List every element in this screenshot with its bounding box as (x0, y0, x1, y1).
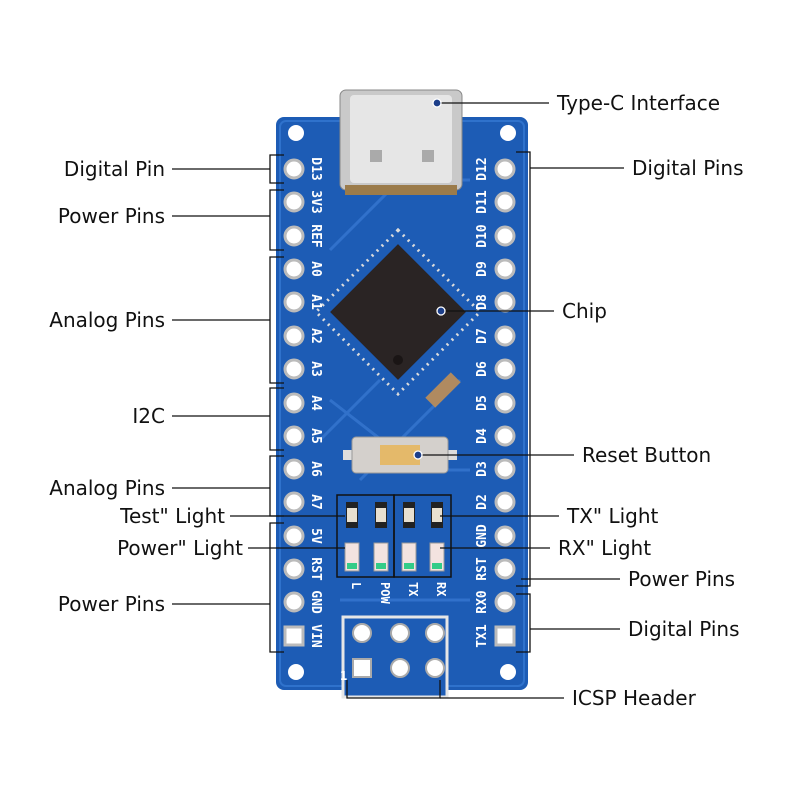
callout-label-right: ICSP Header (572, 686, 697, 710)
pin-label-right: TX1 (475, 624, 490, 648)
callout-label-left: Analog Pins (49, 308, 165, 332)
pin-left (283, 358, 305, 380)
callout-label-right: Type-C Interface (556, 91, 720, 115)
pin-right (494, 225, 516, 247)
callout-label-right: Reset Button (582, 443, 711, 467)
icsp-pin1-label: 1 (340, 669, 347, 683)
icsp-header: 1 (340, 615, 449, 699)
pin-right (494, 191, 516, 213)
pin-right (494, 458, 516, 480)
callout-label-left: Analog Pins (49, 476, 165, 500)
pin-label-right: D7 (475, 328, 490, 344)
crystal (425, 372, 461, 408)
pin-left (283, 392, 305, 414)
callout-label-left: Power Pins (58, 592, 165, 616)
microcontroller-chip (313, 227, 483, 397)
pin-label-left: 5V (308, 528, 323, 544)
callout-label-left: Power Pins (58, 204, 165, 228)
pin-right (494, 291, 516, 313)
pin-right (494, 491, 516, 513)
pin-label-right: D8 (475, 294, 490, 310)
led-label: RX (434, 582, 448, 597)
callout-label-left: I2C (132, 404, 165, 428)
callout-label-left: Test" Light (119, 504, 225, 528)
mounting-holes (288, 125, 516, 680)
pin-left (283, 458, 305, 480)
pin-label-right: RX0 (475, 590, 490, 614)
callout-label-right: Digital Pins (628, 617, 740, 641)
pin-left (283, 325, 305, 347)
pin-right (494, 358, 516, 380)
callout-label-right: Power Pins (628, 567, 735, 591)
led-label: POW (378, 582, 392, 604)
pin-label-left: A2 (308, 328, 323, 344)
pin-right (494, 525, 516, 547)
pin-label-left: A3 (308, 361, 323, 377)
pin-label-right: D5 (475, 395, 490, 411)
pin-label-right: RST (475, 557, 490, 581)
pin-label-left: REF (308, 224, 323, 248)
pin-left (283, 558, 305, 580)
pin-left (283, 191, 305, 213)
pin-right (494, 258, 516, 280)
callout-label-right: RX" Light (558, 536, 651, 560)
pin-right (494, 325, 516, 347)
callout-label-right: Digital Pins (632, 156, 744, 180)
pin-label-left: D13 (308, 157, 323, 180)
pin-left (283, 591, 305, 613)
pin-left (283, 258, 305, 280)
pin-right (494, 158, 516, 180)
pin-right (494, 425, 516, 447)
pin-left (283, 158, 305, 180)
led-label: TX (406, 582, 420, 597)
callout-label-right: Chip (562, 299, 607, 323)
led-label: L (349, 582, 363, 589)
pin-label-left: A5 (308, 428, 323, 444)
pin-right (494, 558, 516, 580)
pin-label-right: D2 (475, 494, 490, 510)
pin-label-left: A0 (308, 261, 323, 277)
callout-label-left: Power" Light (117, 536, 243, 560)
pin-right (494, 591, 516, 613)
pin-left (283, 525, 305, 547)
pin-label-right: D4 (475, 428, 490, 444)
pin-label-right: D12 (475, 157, 490, 180)
pcb-board (276, 117, 528, 690)
pin-label-right: D10 (475, 224, 490, 248)
pin-label-left: A4 (308, 395, 323, 411)
pin-left (283, 291, 305, 313)
pin-right (494, 625, 516, 647)
pin-label-left: RST (308, 557, 323, 581)
pin-label-left: A6 (308, 461, 323, 477)
callout-label-right: TX" Light (566, 504, 659, 528)
reset-button[interactable] (343, 436, 457, 474)
pin-label-left: GND (308, 590, 323, 614)
pin-label-right: D9 (475, 261, 490, 277)
pin-label-right: D11 (475, 190, 490, 214)
pin-left (283, 225, 305, 247)
usb-type-c-connector (339, 89, 463, 195)
pin-left (283, 491, 305, 513)
callout-label-left: Digital Pin (64, 157, 165, 181)
pin-label-left: A1 (308, 294, 323, 310)
pin-label-right: D6 (475, 361, 490, 377)
pin-label-left: A7 (308, 494, 323, 510)
pin-left (283, 425, 305, 447)
pin-label-left: VIN (308, 624, 323, 648)
pin-label-right: GND (475, 524, 490, 548)
pin-label-right: D3 (475, 461, 490, 477)
pin-right (494, 392, 516, 414)
pin-left (283, 625, 305, 647)
pin-label-left: 3V3 (308, 190, 323, 213)
